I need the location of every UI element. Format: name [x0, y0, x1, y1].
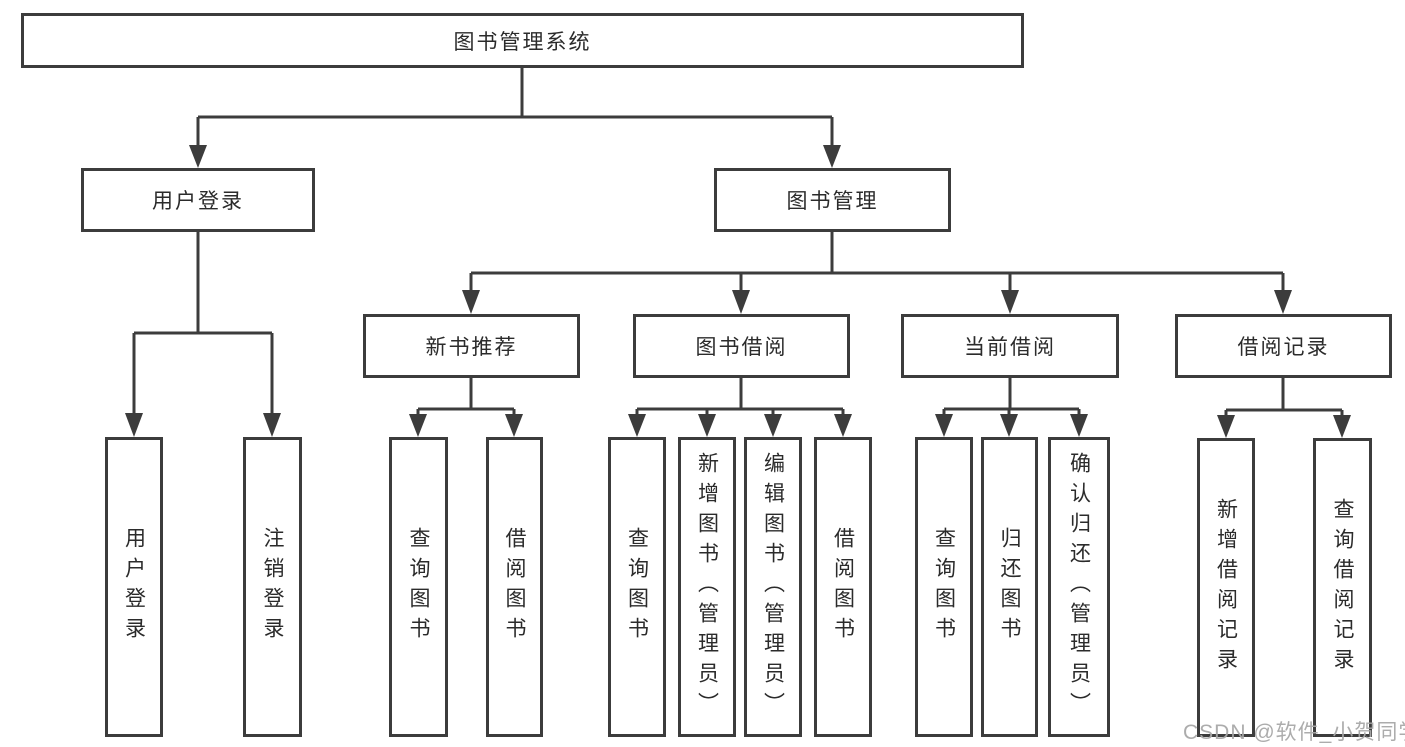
arrow-down-icon	[409, 414, 427, 437]
node-current-borrow: 当前借阅	[901, 314, 1119, 378]
connector-line	[942, 378, 1081, 416]
node-label: 注销登录	[261, 527, 284, 647]
connector-line	[635, 378, 845, 416]
connector-root-to-level2	[189, 68, 841, 168]
leaf-user-login: 用户登录	[105, 437, 163, 737]
connector-current-borrow-to-leaves	[935, 378, 1088, 437]
arrow-down-icon	[732, 290, 750, 314]
arrow-down-icon	[462, 290, 480, 314]
arrow-down-icon	[263, 413, 281, 437]
arrow-down-icon	[505, 414, 523, 437]
arrow-down-icon	[698, 414, 716, 437]
node-label: 图书借阅	[695, 336, 788, 359]
leaf-current-return-books: 归还图书	[981, 437, 1038, 737]
node-user-login: 用户登录	[81, 168, 315, 232]
node-label: 编辑图书（管理员）	[761, 452, 785, 722]
leaf-borrow-edit-books-admin: 编辑图书（管理员）	[744, 437, 802, 737]
node-label: 用户登录	[122, 527, 146, 647]
node-label: 查询图书	[407, 527, 430, 647]
leaf-borrow-borrow-books: 借阅图书	[814, 437, 872, 737]
leaf-logout: 注销登录	[243, 437, 302, 737]
arrow-down-icon	[1070, 414, 1088, 437]
connector-borrow-records-to-leaves	[1217, 378, 1351, 438]
arrow-down-icon	[764, 414, 782, 437]
arrow-down-icon	[125, 413, 143, 437]
arrow-down-icon	[189, 145, 207, 168]
arrow-down-icon	[823, 145, 841, 168]
connector-line	[132, 232, 274, 416]
leaf-records-add-borrow-record: 新增借阅记录	[1197, 438, 1255, 737]
leaf-current-confirm-return-admin: 确认归还（管理员）	[1048, 437, 1110, 737]
node-label: 图书管理系统	[453, 30, 592, 54]
node-label: 确认归还（管理员）	[1067, 452, 1091, 722]
leaf-recommend-borrow-books: 借阅图书	[486, 437, 543, 737]
node-label: 借阅记录	[1237, 336, 1330, 359]
node-borrow-records: 借阅记录	[1175, 314, 1392, 378]
connector-book-borrow-to-leaves	[628, 378, 852, 437]
connector-new-book-recommend-to-leaves	[409, 378, 523, 437]
leaf-borrow-query-books: 查询图书	[608, 437, 666, 737]
node-book-borrow: 图书借阅	[633, 314, 850, 378]
node-label: 查询图书	[625, 527, 649, 647]
arrow-down-icon	[834, 414, 852, 437]
connector-line	[196, 68, 834, 148]
connector-user-login-to-leaves	[125, 232, 281, 437]
watermark: CSDN @软件_小贺同学	[1183, 721, 1405, 744]
leaf-current-query-books: 查询图书	[915, 437, 973, 737]
arrow-down-icon	[1001, 290, 1019, 314]
node-label: 归还图书	[998, 527, 1021, 647]
node-label: 借阅图书	[831, 527, 855, 647]
node-label: 当前借阅	[964, 336, 1056, 359]
connector-line	[1224, 378, 1344, 417]
node-root: 图书管理系统	[21, 13, 1024, 68]
node-label: 用户登录	[152, 190, 244, 213]
arrow-down-icon	[935, 414, 953, 437]
leaf-records-query-borrow-record: 查询借阅记录	[1313, 438, 1372, 737]
node-new-book-recommend: 新书推荐	[363, 314, 580, 378]
connector-line	[469, 232, 1285, 292]
arrow-down-icon	[628, 414, 646, 437]
node-label: 新增图书（管理员）	[695, 452, 719, 722]
node-label: 新书推荐	[425, 336, 518, 359]
leaf-borrow-add-books-admin: 新增图书（管理员）	[678, 437, 736, 737]
connector-line	[416, 378, 516, 416]
node-label: 新增借阅记录	[1214, 497, 1238, 678]
leaf-recommend-query-books: 查询图书	[389, 437, 448, 737]
connector-book-management-to-level3	[462, 232, 1292, 314]
arrow-down-icon	[1333, 415, 1351, 438]
node-book-management: 图书管理	[714, 168, 951, 232]
arrow-down-icon	[1217, 415, 1235, 438]
node-label: 查询借阅记录	[1331, 497, 1354, 678]
node-label: 借阅图书	[503, 527, 526, 647]
node-label: 查询图书	[932, 527, 956, 647]
node-label: 图书管理	[786, 190, 879, 213]
arrow-down-icon	[1274, 290, 1292, 314]
arrow-down-icon	[1000, 414, 1018, 437]
